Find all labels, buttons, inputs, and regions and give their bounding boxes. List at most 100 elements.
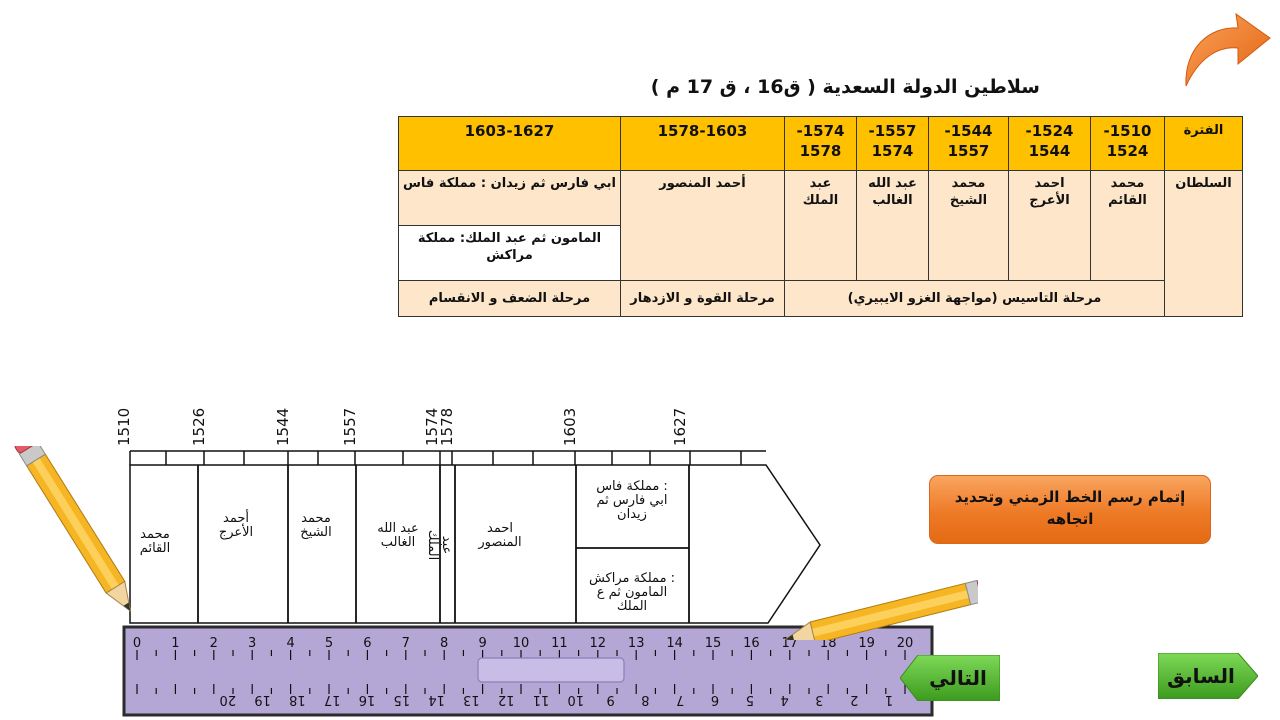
ruler-number: 3	[815, 692, 823, 707]
sultan-cell: عبد الملك	[784, 170, 857, 281]
timeline-segment-line: الملك	[617, 599, 647, 614]
ruler-number: 13	[463, 692, 480, 707]
timeline-segment-line: القائم	[140, 541, 170, 556]
ruler-number: 6	[711, 692, 719, 707]
ruler-number: 13	[628, 636, 645, 651]
year-label: 1578	[438, 408, 456, 446]
ruler-number: 11	[533, 692, 550, 707]
ruler-number: 0	[133, 636, 141, 651]
table-row: مرحلة التاسيس (مواجهة الغزو الايبيري) مر…	[398, 280, 1243, 317]
timeline-segment-line: الأعرج	[219, 523, 253, 540]
period-cell: 1524- 1544	[1008, 116, 1091, 171]
period-cell: 1510- 1524	[1090, 116, 1165, 171]
timeline-segment-line: الشيخ	[300, 525, 331, 540]
ruler-number: 5	[746, 692, 754, 707]
sultan-cell: عبد الله الغالب	[856, 170, 929, 281]
year-label: 1603	[561, 408, 579, 446]
period-cell: 1544- 1557	[928, 116, 1009, 171]
ruler-number: 10	[513, 636, 530, 651]
left-arrow-shape	[900, 655, 1000, 701]
ruler-number: 1	[885, 692, 893, 707]
ruler-number: 9	[606, 692, 614, 707]
ruler-number: 9	[478, 636, 486, 651]
year-label: 1574	[423, 408, 441, 446]
pencil-icon[interactable]	[14, 446, 164, 636]
ruler-number: 5	[325, 636, 333, 651]
ruler-number: 12	[498, 692, 515, 707]
ruler-number: 14	[666, 636, 683, 651]
ruler-number: 7	[676, 692, 684, 707]
ruler-number: 2	[210, 636, 218, 651]
sultan-cell: المامون ثم عبد الملك: مملكة مراكش	[398, 225, 621, 281]
ruler-slider-handle[interactable]	[477, 657, 625, 683]
ruler-number: 14	[428, 692, 445, 707]
sultan-cell: أحمد المنصور	[620, 170, 785, 281]
ruler-number: 16	[743, 636, 760, 651]
sultan-cell: احمد الأعرج	[1008, 170, 1091, 281]
period-cell: 1578-1603	[620, 116, 785, 171]
period-cell: 1603-1627	[398, 116, 621, 171]
instruction-box: إتمام رسم الخط الزمني وتحديد اتجاهه	[929, 475, 1211, 544]
year-label: 1510	[115, 408, 133, 446]
phase-cell: مرحلة الضعف و الانقسام	[398, 280, 621, 317]
ruler-number: 6	[363, 636, 371, 651]
timeline-segment-line: المامون ثم ع	[597, 585, 668, 600]
period-cell: 1557- 1574	[856, 116, 929, 171]
ruler-number: 11	[551, 636, 568, 651]
timeline-segment-line: الملك	[425, 530, 440, 560]
ruler-number: 7	[402, 636, 410, 651]
page-title: سلاطين الدولة السعدية ( ق16 ، ق 17 م )	[650, 76, 1040, 98]
table-row: السلطان محمد القائم احمد الأعرج محمد الش…	[398, 170, 1243, 317]
next-button[interactable]: التالي	[900, 655, 1000, 701]
sultans-table: الفترة 1510- 1524 1524- 1544 1544- 1557 …	[398, 116, 1243, 317]
ruler-number: 1	[171, 636, 179, 651]
timeline-segment-line: ابي فارس ثم	[597, 493, 668, 508]
ruler-number: 3	[248, 636, 256, 651]
phase-cell: مرحلة القوة و الازدهار	[620, 280, 785, 317]
sultan-header-cell: السلطان	[1164, 170, 1243, 317]
sultan-cell: ابي فارس ثم زيدان : مملكة فاس	[398, 170, 621, 226]
ruler-number: 8	[440, 636, 448, 651]
curved-arrow-icon[interactable]	[1180, 8, 1272, 90]
year-label: 1544	[274, 408, 292, 446]
right-arrow-shape	[1158, 653, 1258, 699]
timeline-segment-line: الغالب	[381, 535, 416, 550]
ruler-number: 17	[324, 692, 341, 707]
timeline-segment-line: المنصور	[477, 535, 521, 550]
year-label: 1526	[190, 408, 208, 446]
timeline-segment-line: زيدان	[617, 507, 647, 522]
ruler-number: 20	[220, 692, 237, 707]
ruler-number: 15	[394, 692, 411, 707]
ruler-number: 20	[897, 636, 914, 651]
year-label: 1627	[671, 408, 689, 446]
table-row: المامون ثم عبد الملك: مملكة مراكش	[398, 225, 1243, 281]
previous-button[interactable]: السابق	[1158, 653, 1258, 699]
pencil-icon[interactable]	[768, 580, 978, 640]
ruler-number: 4	[780, 692, 788, 707]
ruler-number: 10	[568, 692, 585, 707]
timeline-diagram: 1510 1526 1544 1557 1574 1578 1603 1627 …	[115, 408, 934, 717]
ruler-number: 12	[590, 636, 607, 651]
ruler-number: 8	[641, 692, 649, 707]
next-button-label: التالي	[929, 666, 987, 690]
phase-cell: مرحلة التاسيس (مواجهة الغزو الايبيري)	[784, 280, 1165, 317]
period-cell: 1574- 1578	[784, 116, 857, 171]
period-header-cell: الفترة	[1164, 116, 1243, 171]
ruler-number: 19	[858, 636, 875, 651]
ruler-number: 15	[705, 636, 722, 651]
timeline-segment: عبدالملك	[425, 530, 454, 560]
sultan-cell: محمد الشيخ	[928, 170, 1009, 281]
table-header-row: الفترة 1510- 1524 1524- 1544 1544- 1557 …	[398, 116, 1243, 171]
sultan-cell: محمد القائم	[1090, 170, 1165, 281]
previous-button-label: السابق	[1167, 664, 1235, 688]
ruler-number: 2	[850, 692, 858, 707]
ruler-number: 19	[254, 692, 271, 707]
ruler-number: 18	[289, 692, 306, 707]
